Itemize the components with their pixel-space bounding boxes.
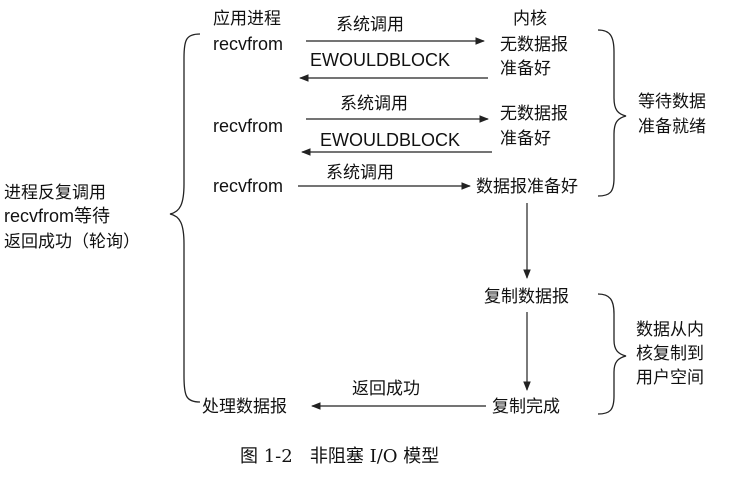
process-datagram-label: 处理数据报: [202, 397, 287, 417]
syscall-label-2: 系统调用: [340, 94, 408, 114]
copy-note-line2: 核复制到: [636, 344, 704, 364]
datagram-ready-label: 数据报准备好: [476, 177, 578, 197]
recvfrom-call-3: recvfrom: [213, 176, 283, 196]
left-note-line3: 返回成功（轮询）: [4, 232, 140, 252]
no-datagram-label-2: 无数据报: [500, 104, 568, 124]
ewouldblock-label-1: EWOULDBLOCK: [310, 50, 450, 70]
kernel-label: 内核: [513, 9, 547, 29]
left-note-line1: 进程反复调用: [4, 183, 106, 203]
copy-done-label: 复制完成: [492, 397, 560, 417]
left-note-line2: recvfrom等待: [4, 206, 110, 226]
wait-note-line1: 等待数据: [638, 92, 706, 112]
right-brace-copy: [597, 293, 627, 415]
not-ready-label-2: 准备好: [500, 129, 551, 149]
figure-caption: 图 1-2 非阻塞 I/O 模型: [240, 446, 439, 467]
ewouldblock-label-2: EWOULDBLOCK: [320, 130, 460, 150]
left-brace: [169, 33, 201, 403]
right-brace-wait: [597, 29, 627, 197]
copy-note-line1: 数据从内: [636, 320, 704, 340]
copy-datagram-label: 复制数据报: [484, 287, 569, 307]
return-success-label: 返回成功: [352, 379, 420, 399]
wait-note-line2: 准备就绪: [638, 117, 706, 137]
syscall-label-3: 系统调用: [326, 163, 394, 183]
recvfrom-call-1: recvfrom: [213, 34, 283, 54]
app-process-label: 应用进程: [213, 9, 281, 29]
no-datagram-label-1: 无数据报: [500, 35, 568, 55]
not-ready-label-1: 准备好: [500, 59, 551, 79]
recvfrom-call-2: recvfrom: [213, 116, 283, 136]
syscall-label-1: 系统调用: [336, 15, 404, 35]
copy-note-line3: 用户空间: [636, 368, 704, 388]
